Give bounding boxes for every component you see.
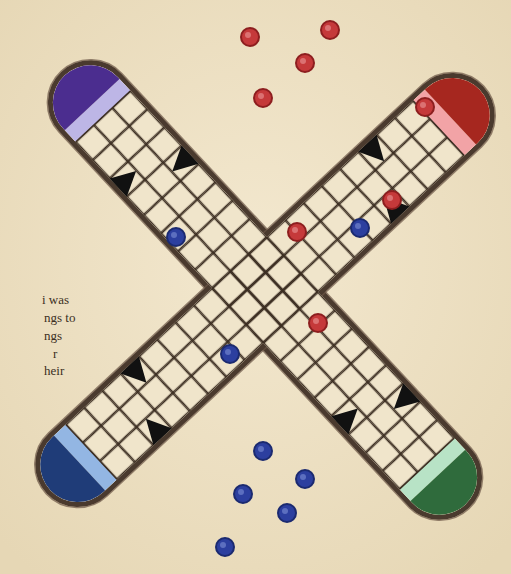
text-fragment: heir xyxy=(44,363,64,378)
arm-grid xyxy=(65,100,464,480)
text-fragment: ngs to xyxy=(44,310,75,325)
piece-highlights xyxy=(171,223,361,548)
safe-square-marks xyxy=(331,365,420,453)
arm-outline xyxy=(30,42,501,538)
safe-square-marks xyxy=(102,356,190,445)
home-caps xyxy=(25,62,505,517)
safe-square-marks xyxy=(340,135,428,224)
arm-fill xyxy=(25,62,505,517)
text-fragment: r xyxy=(53,346,57,361)
arm-fill xyxy=(37,50,492,530)
text-fragment: ngs xyxy=(44,328,62,343)
piece-highlights xyxy=(245,25,426,324)
arm-outline xyxy=(17,55,511,526)
home-caps xyxy=(37,50,492,530)
text-fragment: i was xyxy=(42,292,69,307)
safe-square-marks xyxy=(110,127,199,215)
blue-pieces xyxy=(167,219,369,556)
red-pieces xyxy=(241,21,434,332)
cross-board xyxy=(17,42,511,538)
